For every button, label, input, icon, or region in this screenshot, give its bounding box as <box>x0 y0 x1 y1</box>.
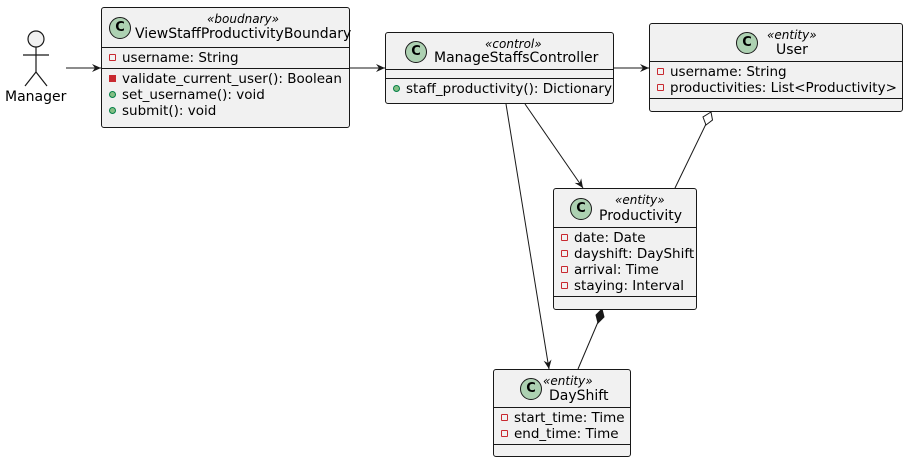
class-header: C «entity» User <box>650 24 902 62</box>
private-visibility-icon <box>109 75 116 82</box>
methods-section <box>554 296 696 305</box>
attribute-row: arrival: Time <box>560 262 696 278</box>
class-header: C «entity» DayShift <box>494 370 630 408</box>
private-visibility-icon <box>561 266 568 273</box>
attributes-section: date: Date dayshift: DayShift arrival: T… <box>554 228 696 296</box>
class-name: ManageStaffsController <box>434 50 599 66</box>
attribute-row: start_time: Time <box>500 410 630 426</box>
attribute-row: staying: Interval <box>560 278 696 294</box>
class-header: C «control» ManageStaffsController <box>386 33 613 70</box>
private-visibility-icon <box>501 414 508 421</box>
class-stereotype: «entity» <box>767 28 817 42</box>
private-visibility-icon <box>109 54 116 61</box>
attribute-row: date: Date <box>560 230 696 246</box>
edge-productivity-dayshift-composition <box>577 321 599 370</box>
class-stereotype: «control» <box>485 37 542 51</box>
private-visibility-icon <box>657 68 664 75</box>
methods-section: validate_current_user(): Boolean set_use… <box>102 68 349 121</box>
class-manage-staffs-controller: C «control» ManageStaffsController staff… <box>385 32 614 104</box>
class-name: ViewStaffProductivityBoundary <box>135 26 352 42</box>
class-name: Productivity <box>599 208 682 224</box>
method-row: validate_current_user(): Boolean <box>108 71 349 87</box>
public-visibility-icon <box>109 107 116 114</box>
methods-section: staff_productivity(): Dictionary <box>386 78 613 99</box>
edge-controller-productivity <box>524 103 584 189</box>
attribute-row: username: String <box>108 50 349 66</box>
class-stereotype: «boudnary» <box>207 12 279 26</box>
class-view-staff-productivity-boundary: C «boudnary» ViewStaffProductivityBounda… <box>101 7 352 128</box>
class-user: C «entity» User username: String product… <box>649 23 903 112</box>
class-stereotype: «entity» <box>615 193 665 207</box>
attributes-section: username: String productivities: List<Pr… <box>650 62 902 98</box>
class-stereotype: «entity» <box>543 374 593 388</box>
public-visibility-icon <box>109 91 116 98</box>
class-badge-icon: C <box>109 17 131 39</box>
attribute-row: username: String <box>656 64 902 80</box>
private-visibility-icon <box>501 430 508 437</box>
class-productivity: C «entity» Productivity date: Date daysh… <box>553 188 697 310</box>
class-header: C «entity» Productivity <box>554 189 696 228</box>
method-row: submit(): void <box>108 103 349 119</box>
class-dayshift: C «entity» DayShift start_time: Time end… <box>493 369 631 457</box>
class-badge-icon: C <box>736 32 758 54</box>
attributes-section: start_time: Time end_time: Time <box>494 408 630 444</box>
edge-user-productivity-aggregation <box>674 123 707 189</box>
public-visibility-icon <box>393 85 400 92</box>
method-row: set_username(): void <box>108 87 349 103</box>
manager-actor-icon <box>23 30 49 87</box>
attributes-section: username: String <box>102 48 349 68</box>
class-badge-icon: C <box>570 198 592 220</box>
private-visibility-icon <box>561 282 568 289</box>
class-badge-icon: C <box>520 378 542 400</box>
attributes-section <box>386 70 613 78</box>
class-badge-icon: C <box>405 41 427 63</box>
class-name: DayShift <box>549 388 609 404</box>
method-row: staff_productivity(): Dictionary <box>392 81 613 97</box>
attribute-row: productivities: List<Productivity> <box>656 80 902 96</box>
class-name: User <box>776 42 808 58</box>
methods-section <box>494 444 630 453</box>
aggregation-diamond <box>702 111 714 126</box>
class-header: C «boudnary» ViewStaffProductivityBounda… <box>102 8 352 48</box>
edge-controller-dayshift <box>505 103 552 370</box>
attribute-row: dayshift: DayShift <box>560 246 696 262</box>
attribute-row: end_time: Time <box>500 426 630 442</box>
manager-actor-label: Manager <box>5 89 67 105</box>
private-visibility-icon <box>561 234 568 241</box>
private-visibility-icon <box>561 250 568 257</box>
private-visibility-icon <box>657 84 664 91</box>
methods-section <box>650 98 902 107</box>
composition-diamond <box>595 308 605 324</box>
